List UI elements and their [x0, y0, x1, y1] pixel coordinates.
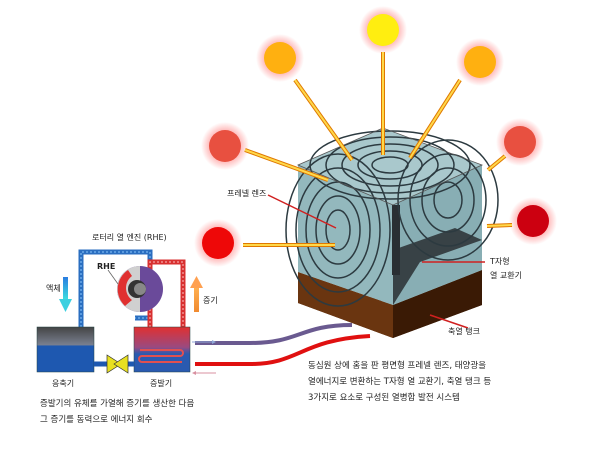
- t-heat-exchanger-label-2: 열 교환기: [490, 271, 522, 280]
- label-pointers: [267, 194, 485, 329]
- rhe-title: 로터리 열 엔진 (RHE): [92, 233, 167, 242]
- rhe-label: RHE: [97, 262, 116, 271]
- storage-tank-label: 축열 탱크: [448, 327, 480, 336]
- t-heat-exchanger-label-1: T자형: [490, 257, 510, 266]
- sun-upper-left: [256, 34, 304, 82]
- sun-upper-right: [456, 38, 504, 86]
- condenser: [36, 326, 95, 373]
- sun-low-left: [194, 219, 242, 267]
- pipes: [195, 323, 371, 366]
- sun-top: [359, 6, 407, 54]
- liquid-label: 액체: [46, 284, 61, 293]
- system-caption: 동심원 상에 홈을 판 평면형 프레넬 렌즈, 태양광을 열에너지로 변환하는 …: [308, 361, 492, 403]
- condenser-label: 응축기: [52, 379, 75, 388]
- rhe-engine: [117, 266, 163, 312]
- flow-arrows: [192, 340, 216, 375]
- sun-icons: [194, 6, 557, 267]
- sun-low-right: [509, 197, 557, 245]
- sun-mid-left: [201, 122, 249, 170]
- vapor-label: 증기: [203, 296, 218, 305]
- valve-icon: [106, 354, 129, 374]
- engine-caption: 증발기의 유체를 가열해 증기를 생산한 다음 그 증기를 동력으로 에너지 회…: [40, 399, 195, 425]
- evaporator-label: 증발기: [150, 379, 173, 388]
- fresnel-lens-label: 프레넬 렌즈: [227, 189, 267, 198]
- rotary-heat-engine-circuit: [36, 249, 216, 375]
- liquid-arrow: [63, 277, 68, 300]
- sun-mid-right: [496, 118, 544, 166]
- vapor-arrow: [194, 287, 199, 312]
